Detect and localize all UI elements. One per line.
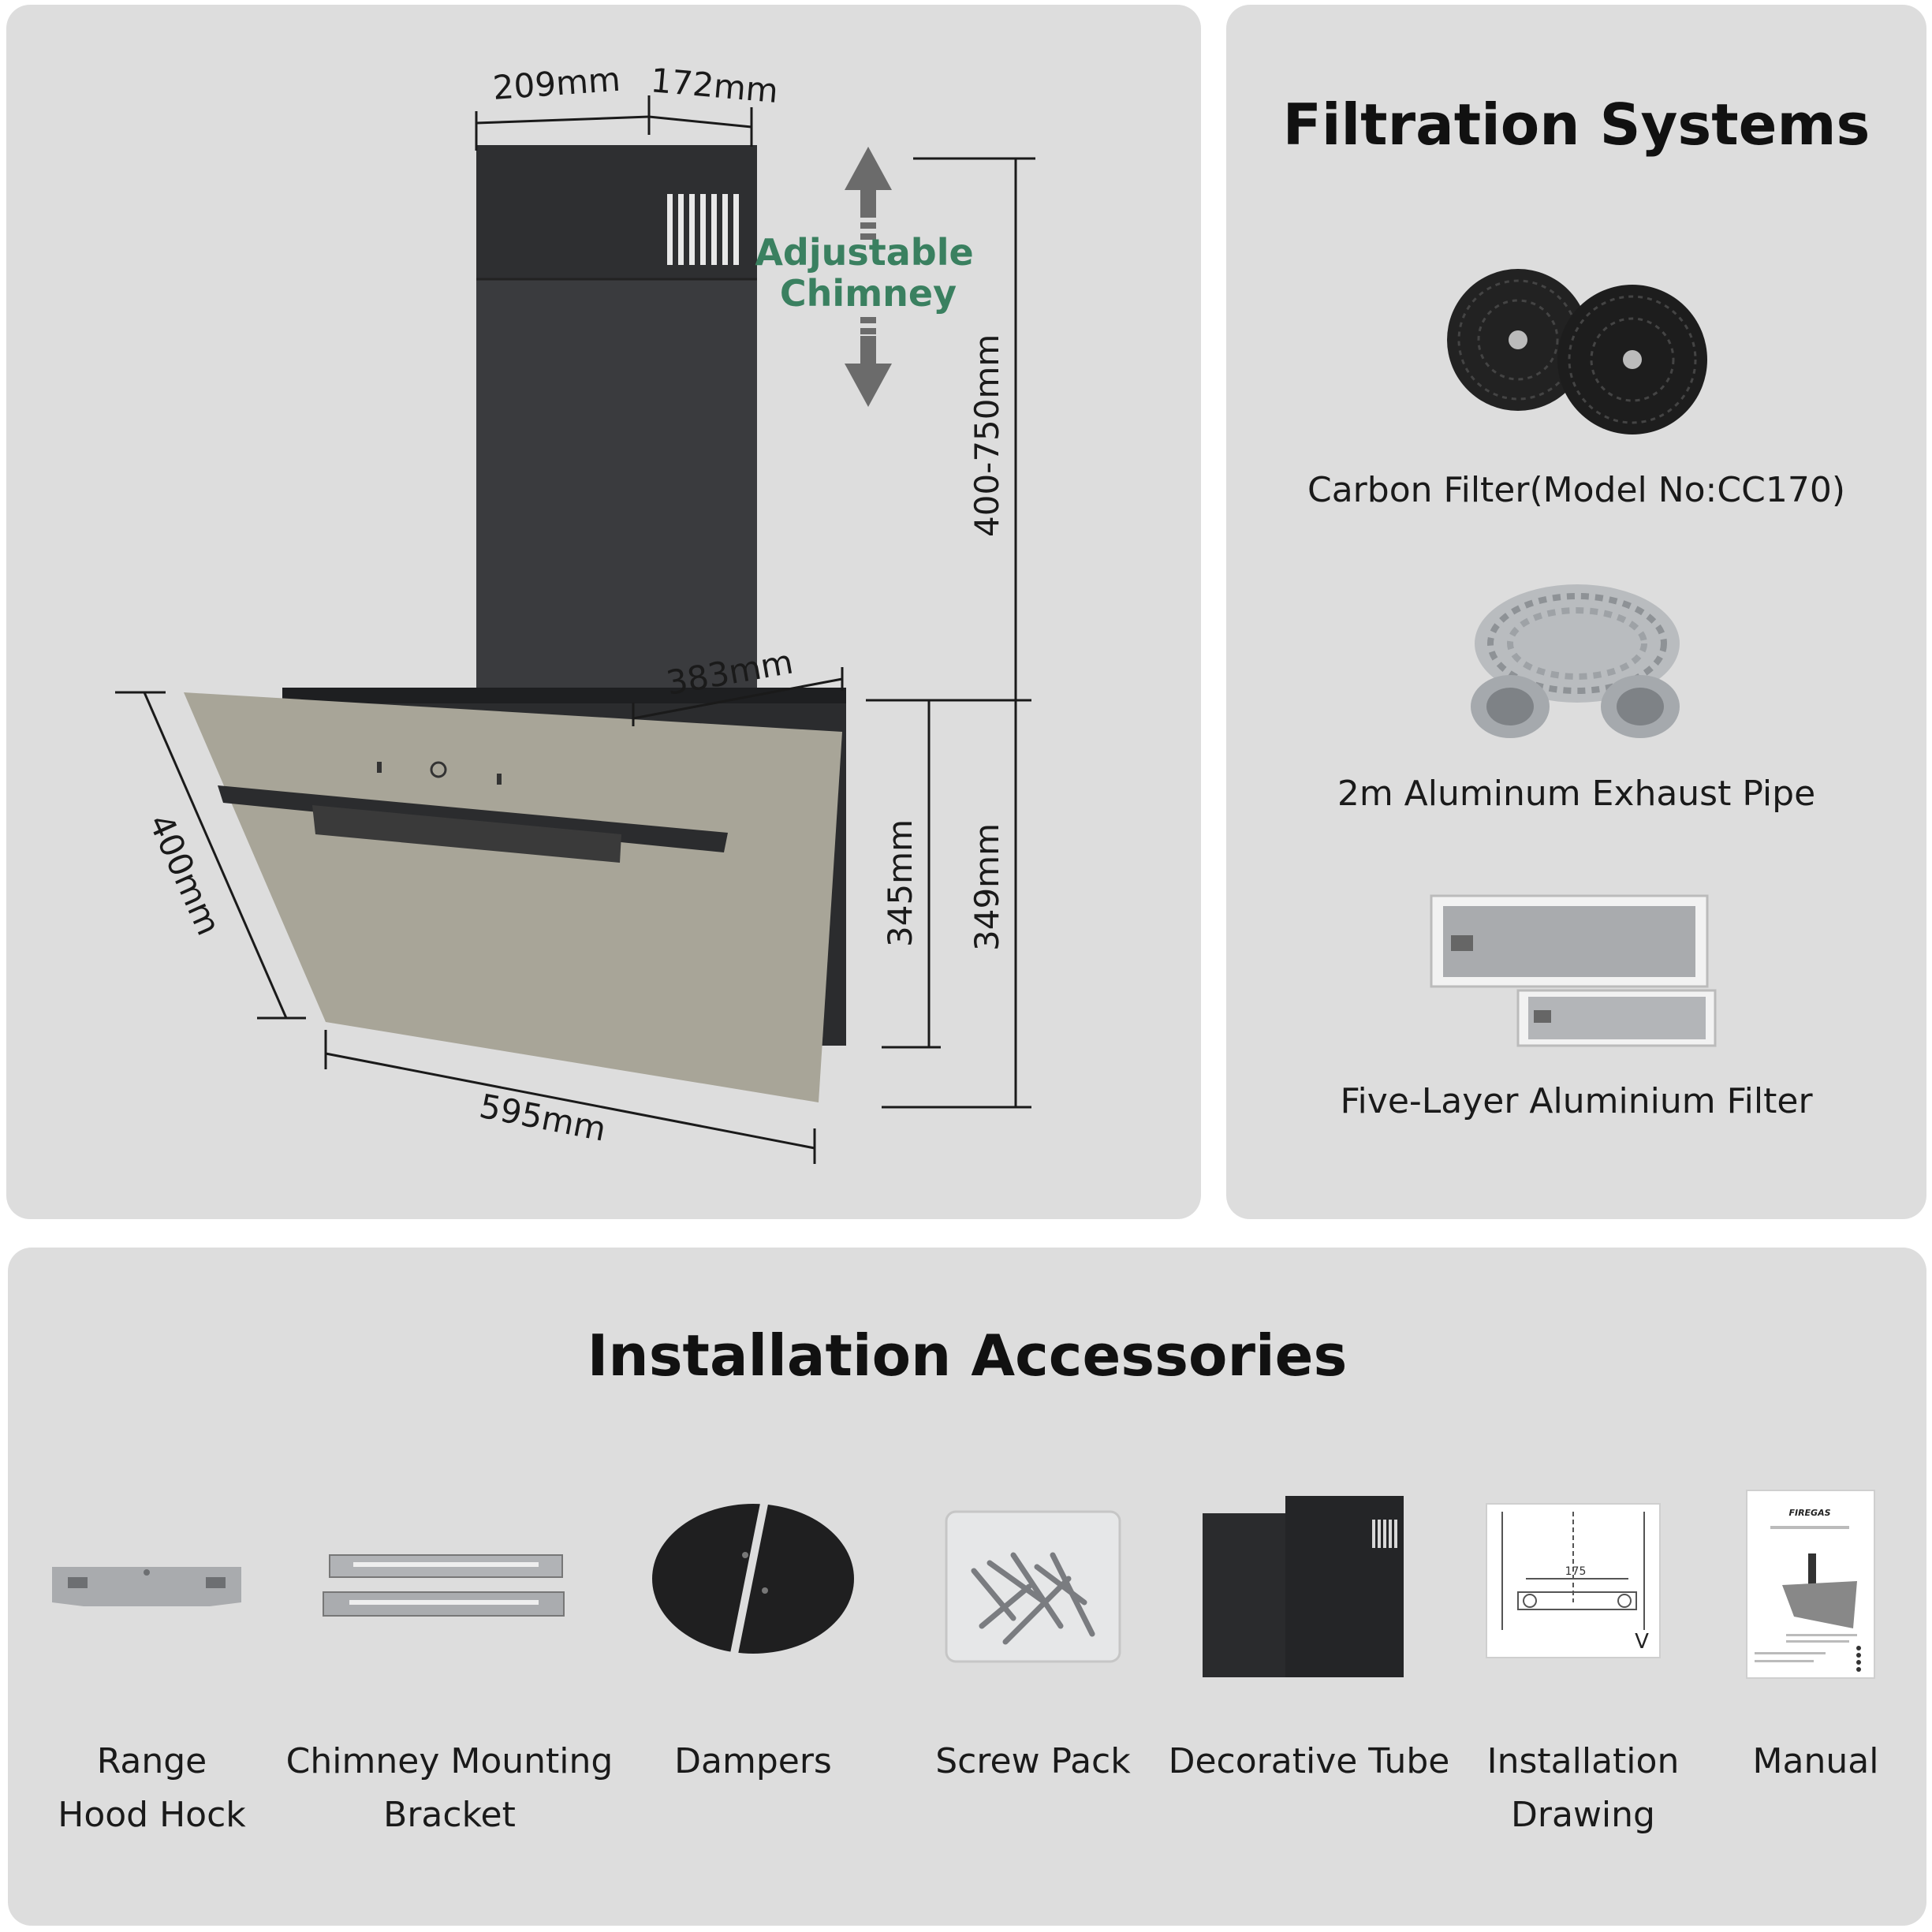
accessory-label-mounting-bracket: Chimney Mounting Bracket — [285, 1741, 614, 1835]
adjustable-label-line2: Chimney — [780, 272, 957, 315]
installation-drawing-icon: 175 V — [1486, 1503, 1661, 1658]
drawing-number: 175 — [1565, 1565, 1587, 1578]
exhaust-pipe-icon — [1471, 584, 1680, 738]
manual-icon: FIREGAS — [1746, 1490, 1875, 1679]
adjustable-label-line1: Adjustable — [755, 231, 973, 274]
decorative-tube-icon — [1203, 1496, 1404, 1677]
aluminium-filter-label: Five-Layer Aluminium Filter — [1340, 1081, 1813, 1121]
accessories-title: Installation Accessories — [587, 1322, 1348, 1389]
power-button-icon — [430, 761, 447, 778]
damper-icon — [652, 1499, 854, 1658]
accessory-label-screw-pack: Screw Pack — [935, 1741, 1131, 1781]
carbon-filter-label: Carbon Filter(Model No:CC170) — [1307, 470, 1845, 510]
adjustable-arrow-icon — [845, 147, 892, 407]
filtration-panel: Filtration Systems Carbon Filter(Model N… — [1226, 5, 1926, 1219]
screw-pack-icon — [945, 1510, 1121, 1663]
dimensions-panel: 209mm 172mm 400-750mm Adjustable Chimney… — [6, 5, 1201, 1219]
accessory-label-decorative-tube: Decorative Tube — [1168, 1741, 1450, 1781]
total-height-label: 349mm — [968, 823, 1006, 951]
hood-hook-icon — [52, 1567, 241, 1606]
accessory-label-installation-drawing: Installation Drawing — [1486, 1741, 1680, 1835]
accessory-label-manual: Manual — [1752, 1741, 1879, 1781]
drawing-mark: V — [1635, 1630, 1649, 1654]
chimney-width-label: 172mm — [649, 61, 780, 110]
glass-panel — [184, 692, 842, 1102]
aluminium-filter-icon — [1430, 894, 1717, 1047]
chimney-height-label: 400-750mm — [968, 334, 1006, 537]
body-height-label: 345mm — [881, 819, 919, 947]
chimney-depth-label: 209mm — [491, 60, 621, 107]
upper-chimney — [476, 145, 757, 279]
exhaust-pipe-label: 2m Aluminum Exhaust Pipe — [1337, 774, 1816, 814]
lower-chimney — [476, 279, 757, 714]
range-hood-diagram: 209mm 172mm 400-750mm Adjustable Chimney… — [115, 60, 1035, 1164]
mounting-bracket-icon — [323, 1554, 565, 1617]
accessory-label-dampers: Dampers — [674, 1741, 832, 1781]
manual-brand: FIREGAS — [1788, 1508, 1830, 1518]
chimney-vent-icon — [667, 194, 739, 265]
accessory-label-hood-hook: Range Hood Hock — [58, 1741, 246, 1835]
filtration-title: Filtration Systems — [1282, 91, 1870, 158]
accessories-panel: Installation Accessories Range Hood Hock… — [8, 1248, 1926, 1926]
carbon-filter-icon — [1447, 269, 1707, 435]
glass-depth-label: 400mm — [141, 808, 229, 941]
air-intake — [312, 805, 621, 863]
